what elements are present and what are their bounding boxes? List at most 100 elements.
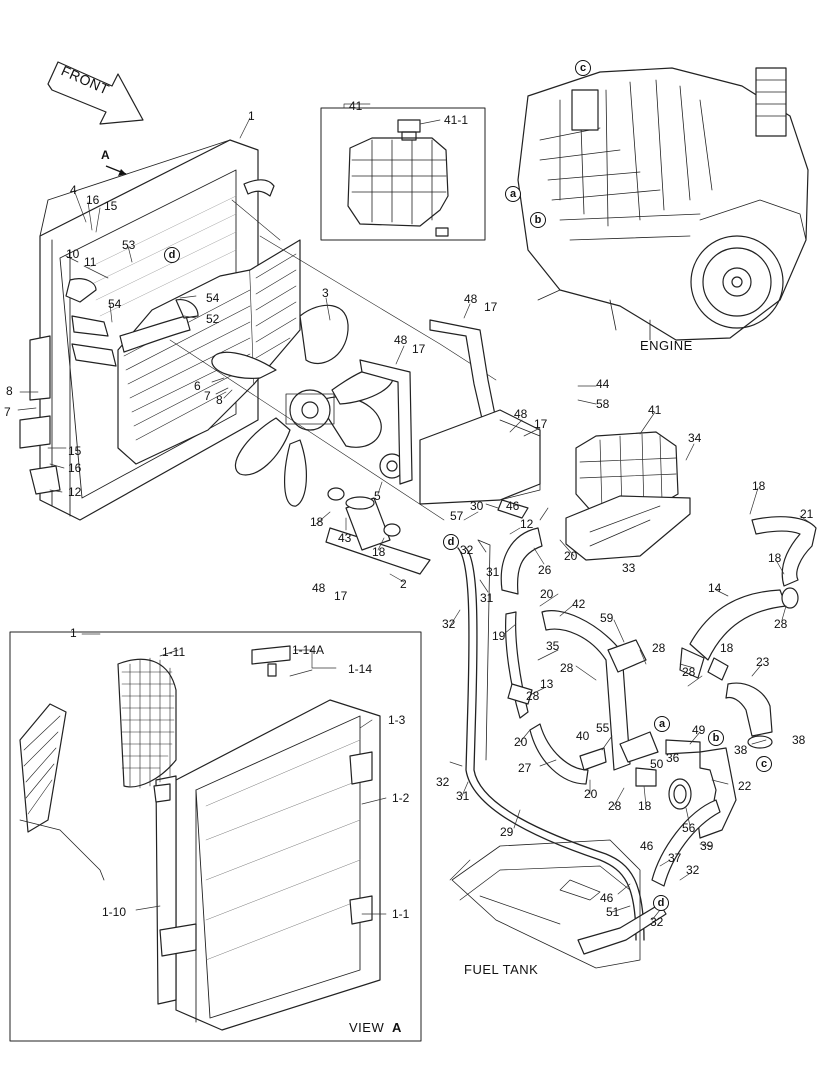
part-label-16-left: 16: [68, 461, 82, 475]
part-label-10-left: 7: [4, 405, 11, 419]
inset-view-a-box: [9, 631, 422, 1042]
part-label-46-c: 46: [600, 891, 614, 905]
part-label-12: 12: [520, 517, 534, 531]
part-label-15: 15: [104, 199, 118, 213]
part-label-29: 29: [500, 825, 514, 839]
part-label-23: 23: [756, 655, 770, 669]
part-label-35: 35: [546, 639, 560, 653]
part-label-31-a: 31: [486, 565, 500, 579]
part-label-22: 22: [738, 779, 752, 793]
part-label-18-f: 18: [638, 799, 652, 813]
engine-caption: ENGINE: [640, 338, 693, 353]
part-label-50: 50: [650, 757, 664, 771]
part-label-4-left: 12: [68, 485, 82, 499]
part-label-53: 53: [122, 238, 136, 252]
part-label-51: 51: [606, 905, 620, 919]
part-label-18-e: 18: [720, 641, 734, 655]
part-label-48-c: 48: [394, 333, 408, 347]
part-label-13: 13: [540, 677, 554, 691]
part-label-17-b: 17: [484, 300, 498, 314]
part-label-28-e: 28: [526, 689, 540, 703]
part-label-2: 2: [400, 577, 407, 591]
ref-circle-d-fuel: d: [653, 895, 669, 911]
fuel-tank-caption: FUEL TANK: [464, 962, 539, 977]
part-label-21: 21: [800, 507, 814, 521]
front-arrow: [47, 61, 144, 125]
ref-circle-c-lower: c: [756, 756, 772, 772]
part-label-52: 52: [206, 312, 220, 326]
callout-41-1: 41-1: [444, 113, 469, 127]
ref-circle-b-lower: b: [708, 730, 724, 746]
ref-circle-d-upper: d: [164, 247, 180, 263]
ref-circle-b-engine: b: [530, 212, 546, 228]
part-label-34: 34: [688, 431, 702, 445]
part-label-28-c: 28: [652, 641, 666, 655]
part-label-16: 16: [86, 193, 100, 207]
part-label-1-2: 1-2: [392, 791, 410, 805]
part-label-20-b: 20: [540, 587, 554, 601]
part-label-4: 4: [70, 183, 77, 197]
part-label-46-b: 46: [640, 839, 654, 853]
part-label-20-d: 20: [584, 787, 598, 801]
part-label-40: 40: [576, 729, 590, 743]
view-a-caption-prefix: VIEW: [349, 1020, 385, 1035]
callout-1-14A: 1-14A: [292, 643, 325, 657]
part-label-28-d: 28: [560, 661, 574, 675]
part-label-1-3: 1-3: [388, 713, 406, 727]
part-label-49: 49: [692, 723, 706, 737]
part-label-1-1: 1-1: [392, 907, 410, 921]
callout-inset-1: 1: [70, 626, 77, 640]
ref-circle-a-engine: a: [505, 186, 521, 202]
part-label-1-11: 1-11: [162, 645, 186, 659]
radiator-assembly: [19, 139, 301, 521]
part-label-42: 42: [572, 597, 586, 611]
part-label-17-a: 17: [334, 589, 348, 603]
part-label-17-d: 17: [534, 417, 548, 431]
part-label-58: 58: [596, 397, 610, 411]
ref-circle-a-lower: a: [654, 716, 670, 732]
part-label-28-a: 28: [774, 617, 788, 631]
part-label-46-a: 46: [506, 499, 520, 513]
part-label-32-e: 32: [436, 775, 450, 789]
part-label-10: 10: [66, 247, 80, 261]
part-label-1-10: 1-10: [102, 905, 127, 919]
part-label-5: 5: [374, 489, 381, 503]
view-a-arrow: [105, 165, 127, 176]
inset-41-box: [320, 107, 486, 241]
part-label-3: 3: [322, 286, 329, 300]
part-label-27: 27: [518, 761, 532, 775]
fan: [211, 304, 405, 507]
part-label-11-left: 8: [6, 384, 13, 398]
part-label-37: 37: [668, 851, 682, 865]
part-label-6: 6: [194, 379, 201, 393]
part-label-31-c: 31: [456, 789, 470, 803]
view-a-marker: A: [101, 148, 111, 162]
part-label-48-d: 48: [514, 407, 528, 421]
part-label-32-d: 32: [650, 915, 664, 929]
part-label-43: 43: [338, 531, 352, 545]
part-label-48-b: 48: [464, 292, 478, 306]
part-label-18-b: 18: [372, 545, 386, 559]
engine-drawing: [517, 67, 809, 341]
part-label-54-right: 54: [206, 291, 220, 305]
part-label-38-a: 38: [734, 743, 748, 757]
part-label-7: 7: [204, 389, 211, 403]
fuel-tank: [451, 839, 641, 969]
part-label-54-left: 54: [108, 297, 122, 311]
view-a-caption-letter: A: [392, 1020, 402, 1035]
part-label-8: 8: [216, 393, 223, 407]
part-label-26: 26: [538, 563, 552, 577]
part-label-48-a: 48: [312, 581, 326, 595]
part-label-15-left: 15: [68, 444, 82, 458]
part-label-11: 11: [84, 255, 97, 269]
part-label-59: 59: [600, 611, 614, 625]
part-label-20-a: 20: [564, 549, 578, 563]
ref-circle-c-engine: c: [575, 60, 591, 76]
part-label-41: 41: [648, 403, 662, 417]
part-label-56: 56: [682, 821, 696, 835]
part-label-44: 44: [596, 377, 610, 391]
part-label-18-c: 18: [752, 479, 766, 493]
part-label-39: 39: [700, 839, 714, 853]
part-label-28-f: 28: [608, 799, 622, 813]
